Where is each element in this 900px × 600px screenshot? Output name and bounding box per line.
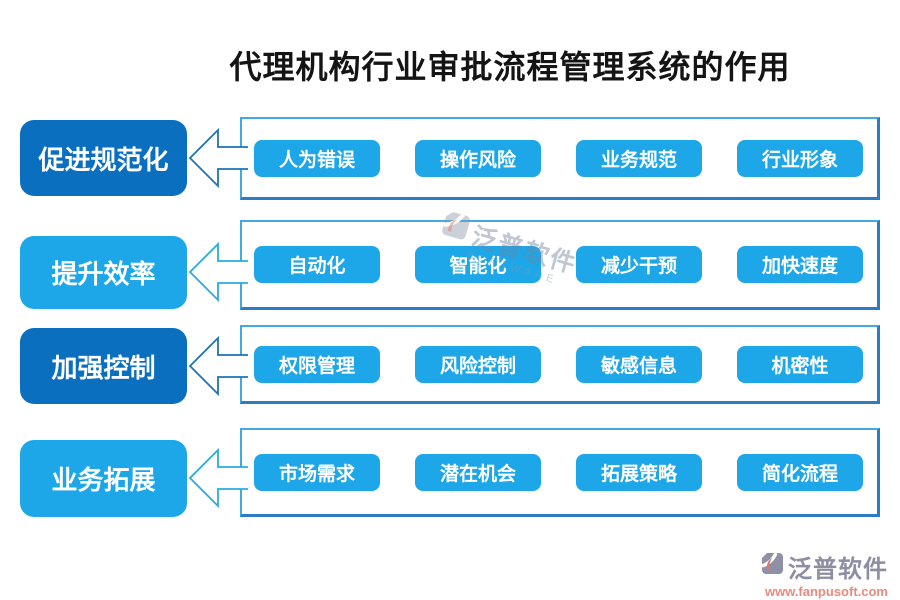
tag-item: 减少干预 xyxy=(576,246,702,283)
tag-item: 智能化 xyxy=(415,246,541,283)
brand-url: www.fanpusoft.com xyxy=(764,584,888,599)
tag-item: 敏感信息 xyxy=(576,345,702,383)
brand-logo-icon xyxy=(759,551,785,582)
tag-item: 业务规范 xyxy=(576,139,702,177)
tag-item: 操作风险 xyxy=(415,139,541,177)
tag-item: 市场需求 xyxy=(254,453,380,491)
tag-item: 机密性 xyxy=(737,345,863,383)
tag-item: 权限管理 xyxy=(254,345,380,383)
left-arrow-connector xyxy=(188,447,248,509)
brand-footer: 泛普软件 www.fanpusoft.com xyxy=(748,549,888,599)
left-arrow-connector xyxy=(188,127,248,189)
brand-name: 泛普软件 xyxy=(788,557,888,583)
tag-item: 自动化 xyxy=(254,246,380,283)
tag-group-control: 权限管理 风险控制 敏感信息 机密性 xyxy=(240,325,880,404)
tag-item: 行业形象 xyxy=(737,139,863,177)
tag-group-efficiency: 自动化 智能化 减少干预 加快速度 xyxy=(240,220,880,310)
tag-item: 简化流程 xyxy=(737,453,863,491)
page-title: 代理机构行业审批流程管理系统的作用 xyxy=(229,49,791,85)
row-label-expansion: 业务拓展 xyxy=(20,440,187,517)
tag-group-expansion: 市场需求 潜在机会 拓展策略 简化流程 xyxy=(240,428,880,517)
tag-group-standardization: 人为错误 操作风险 业务规范 行业形象 xyxy=(240,117,880,200)
tag-item: 拓展策略 xyxy=(576,453,702,491)
tag-item: 潜在机会 xyxy=(415,453,541,491)
tag-item: 人为错误 xyxy=(254,139,380,177)
left-arrow-connector xyxy=(188,241,248,303)
row-label-standardization: 促进规范化 xyxy=(20,120,187,196)
tag-item: 加快速度 xyxy=(737,246,863,283)
row-label-efficiency: 提升效率 xyxy=(20,236,187,309)
tag-item: 风险控制 xyxy=(415,345,541,383)
row-label-control: 加强控制 xyxy=(20,328,187,404)
left-arrow-connector xyxy=(188,335,248,397)
